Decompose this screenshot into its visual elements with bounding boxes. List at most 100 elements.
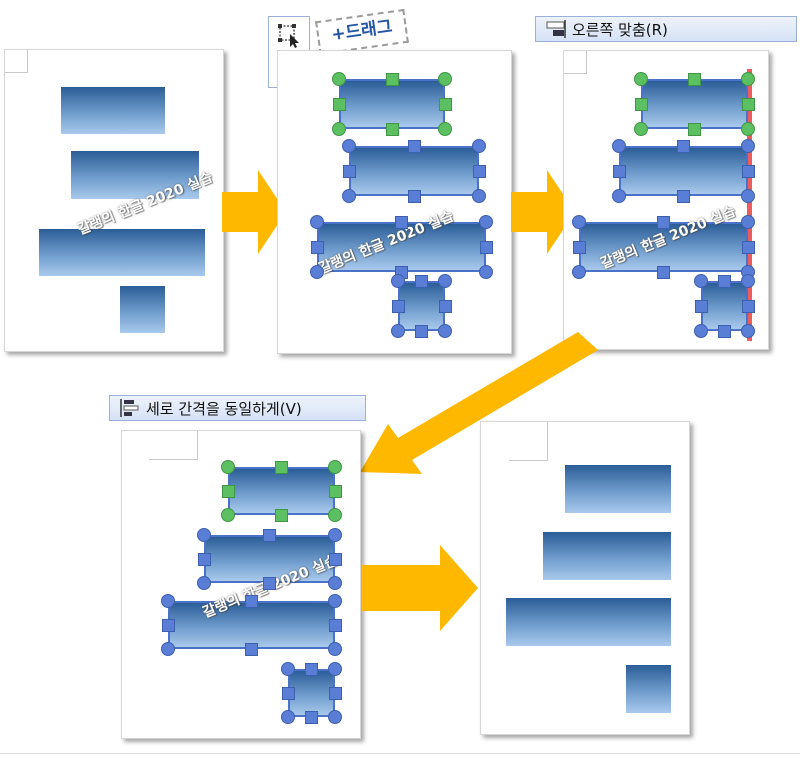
align-right-button[interactable]: 오른쪽 맞춤(R) bbox=[535, 16, 797, 42]
resize-handle-corner[interactable] bbox=[612, 189, 626, 203]
shape-rect-3-result[interactable] bbox=[506, 598, 671, 646]
resize-handle-side[interactable] bbox=[741, 299, 755, 313]
resize-handle-corner[interactable] bbox=[342, 189, 356, 203]
shape-rect-3[interactable] bbox=[39, 229, 205, 276]
resize-handle-corner[interactable] bbox=[332, 122, 346, 136]
shape-rect-1[interactable] bbox=[61, 87, 165, 134]
resize-handle-side[interactable] bbox=[415, 324, 428, 338]
resize-handle-corner[interactable] bbox=[342, 139, 356, 153]
resize-handle-side[interactable] bbox=[263, 528, 276, 542]
resize-handle-corner[interactable] bbox=[741, 122, 755, 136]
resize-handle-side[interactable] bbox=[677, 189, 690, 203]
resize-handle-side[interactable] bbox=[245, 642, 258, 656]
resize-handle-corner[interactable] bbox=[328, 662, 342, 676]
resize-handle-corner[interactable] bbox=[197, 528, 211, 542]
resize-handle-corner[interactable] bbox=[634, 122, 648, 136]
resize-handle-side[interactable] bbox=[718, 274, 731, 288]
resize-handle-side[interactable] bbox=[391, 299, 405, 313]
resize-handle-side[interactable] bbox=[263, 576, 276, 590]
resize-handle-corner[interactable] bbox=[634, 72, 648, 86]
resize-handle-side[interactable] bbox=[275, 460, 288, 474]
resize-handle-side[interactable] bbox=[328, 618, 342, 632]
resize-handle-corner[interactable] bbox=[328, 528, 342, 542]
resize-handle-corner[interactable] bbox=[479, 215, 493, 229]
resize-handle-side[interactable] bbox=[438, 97, 452, 111]
resize-handle-side[interactable] bbox=[332, 97, 346, 111]
resize-handle-corner[interactable] bbox=[741, 215, 755, 229]
resize-handle-corner[interactable] bbox=[472, 139, 486, 153]
resize-handle-side[interactable] bbox=[328, 484, 342, 498]
resize-handle-side[interactable] bbox=[395, 215, 408, 229]
resize-handle-side[interactable] bbox=[741, 97, 755, 111]
shape-rect-1-aligned[interactable] bbox=[641, 79, 748, 129]
resize-handle-corner[interactable] bbox=[221, 508, 235, 522]
resize-handle-side[interactable] bbox=[310, 240, 324, 254]
resize-handle-side[interactable] bbox=[718, 324, 731, 338]
resize-handle-side[interactable] bbox=[197, 552, 211, 566]
resize-handle-side[interactable] bbox=[438, 299, 452, 313]
resize-handle-corner[interactable] bbox=[612, 139, 626, 153]
resize-handle-corner[interactable] bbox=[438, 324, 452, 338]
resize-handle-side[interactable] bbox=[328, 552, 342, 566]
resize-handle-corner[interactable] bbox=[281, 710, 295, 724]
resize-handle-corner[interactable] bbox=[741, 324, 755, 338]
resize-handle-side[interactable] bbox=[657, 265, 670, 279]
resize-handle-corner[interactable] bbox=[197, 576, 211, 590]
resize-handle-corner[interactable] bbox=[572, 265, 586, 279]
resize-handle-side[interactable] bbox=[407, 139, 421, 153]
resize-handle-corner[interactable] bbox=[741, 274, 755, 288]
shape-rect-4-result[interactable] bbox=[626, 665, 671, 713]
resize-handle-corner[interactable] bbox=[391, 324, 405, 338]
resize-handle-corner[interactable] bbox=[328, 710, 342, 724]
resize-handle-side[interactable] bbox=[385, 122, 399, 136]
resize-handle-side[interactable] bbox=[688, 122, 701, 136]
resize-handle-side[interactable] bbox=[688, 72, 701, 86]
vertical-spacing-button[interactable]: 세로 간격을 동일하게(V) bbox=[109, 395, 366, 421]
resize-handle-corner[interactable] bbox=[438, 72, 452, 86]
resize-handle-corner[interactable] bbox=[281, 662, 295, 676]
resize-handle-side[interactable] bbox=[281, 686, 295, 700]
resize-handle-side[interactable] bbox=[572, 240, 586, 254]
shape-rect-3-selected[interactable] bbox=[317, 222, 486, 272]
resize-handle-side[interactable] bbox=[741, 240, 755, 254]
shape-rect-2-aligned[interactable] bbox=[619, 146, 748, 196]
resize-handle-corner[interactable] bbox=[328, 642, 342, 656]
resize-handle-side[interactable] bbox=[275, 508, 288, 522]
resize-handle-corner[interactable] bbox=[741, 189, 755, 203]
shape-rect-2-result[interactable] bbox=[543, 532, 671, 580]
resize-handle-side[interactable] bbox=[612, 164, 626, 178]
resize-handle-corner[interactable] bbox=[694, 324, 708, 338]
resize-handle-corner[interactable] bbox=[438, 122, 452, 136]
resize-handle-side[interactable] bbox=[479, 240, 493, 254]
resize-handle-side[interactable] bbox=[677, 139, 690, 153]
shape-rect-4[interactable] bbox=[120, 286, 165, 333]
resize-handle-corner[interactable] bbox=[479, 265, 493, 279]
resize-handle-corner[interactable] bbox=[328, 460, 342, 474]
resize-handle-side[interactable] bbox=[634, 97, 648, 111]
resize-handle-corner[interactable] bbox=[741, 139, 755, 153]
resize-handle-corner[interactable] bbox=[694, 274, 708, 288]
resize-handle-side[interactable] bbox=[694, 299, 708, 313]
shape-rect-2-selected[interactable] bbox=[349, 146, 479, 196]
resize-handle-corner[interactable] bbox=[572, 215, 586, 229]
resize-handle-side[interactable] bbox=[328, 686, 342, 700]
shape-rect-1-selected[interactable] bbox=[339, 79, 445, 129]
shape-rect-2[interactable] bbox=[71, 151, 199, 199]
resize-handle-corner[interactable] bbox=[328, 594, 342, 608]
resize-handle-side[interactable] bbox=[305, 710, 318, 724]
resize-handle-corner[interactable] bbox=[332, 72, 346, 86]
resize-handle-side[interactable] bbox=[161, 618, 175, 632]
resize-handle-corner[interactable] bbox=[161, 642, 175, 656]
resize-handle-corner[interactable] bbox=[328, 576, 342, 590]
resize-handle-corner[interactable] bbox=[221, 460, 235, 474]
resize-handle-side[interactable] bbox=[472, 164, 486, 178]
resize-handle-side[interactable] bbox=[415, 274, 428, 288]
resize-handle-side[interactable] bbox=[342, 164, 356, 178]
resize-handle-corner[interactable] bbox=[328, 508, 342, 522]
resize-handle-side[interactable] bbox=[741, 164, 755, 178]
resize-handle-corner[interactable] bbox=[472, 189, 486, 203]
resize-handle-side[interactable] bbox=[221, 484, 235, 498]
resize-handle-side[interactable] bbox=[245, 594, 258, 608]
resize-handle-corner[interactable] bbox=[438, 274, 452, 288]
resize-handle-side[interactable] bbox=[385, 72, 399, 86]
